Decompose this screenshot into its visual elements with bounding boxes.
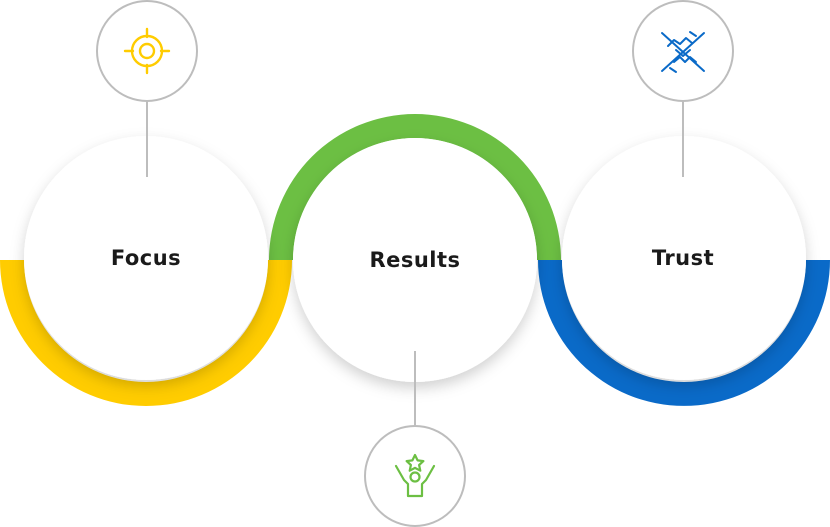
focus-arc <box>0 260 292 406</box>
focus-icon-badge <box>96 0 198 102</box>
focus-circle <box>24 136 268 380</box>
trust-circle <box>562 136 806 380</box>
results-icon-badge <box>364 425 466 527</box>
handshake-icon <box>661 31 705 73</box>
trust-label: Trust <box>651 246 715 270</box>
results-arc <box>269 114 561 260</box>
trust-arc <box>538 260 830 406</box>
focus-label: Focus <box>110 246 182 270</box>
target-icon <box>123 27 171 75</box>
person-with-star-icon <box>394 453 436 498</box>
trust-icon-badge <box>632 0 734 102</box>
results-circle <box>293 138 537 382</box>
results-label: Results <box>369 248 461 272</box>
